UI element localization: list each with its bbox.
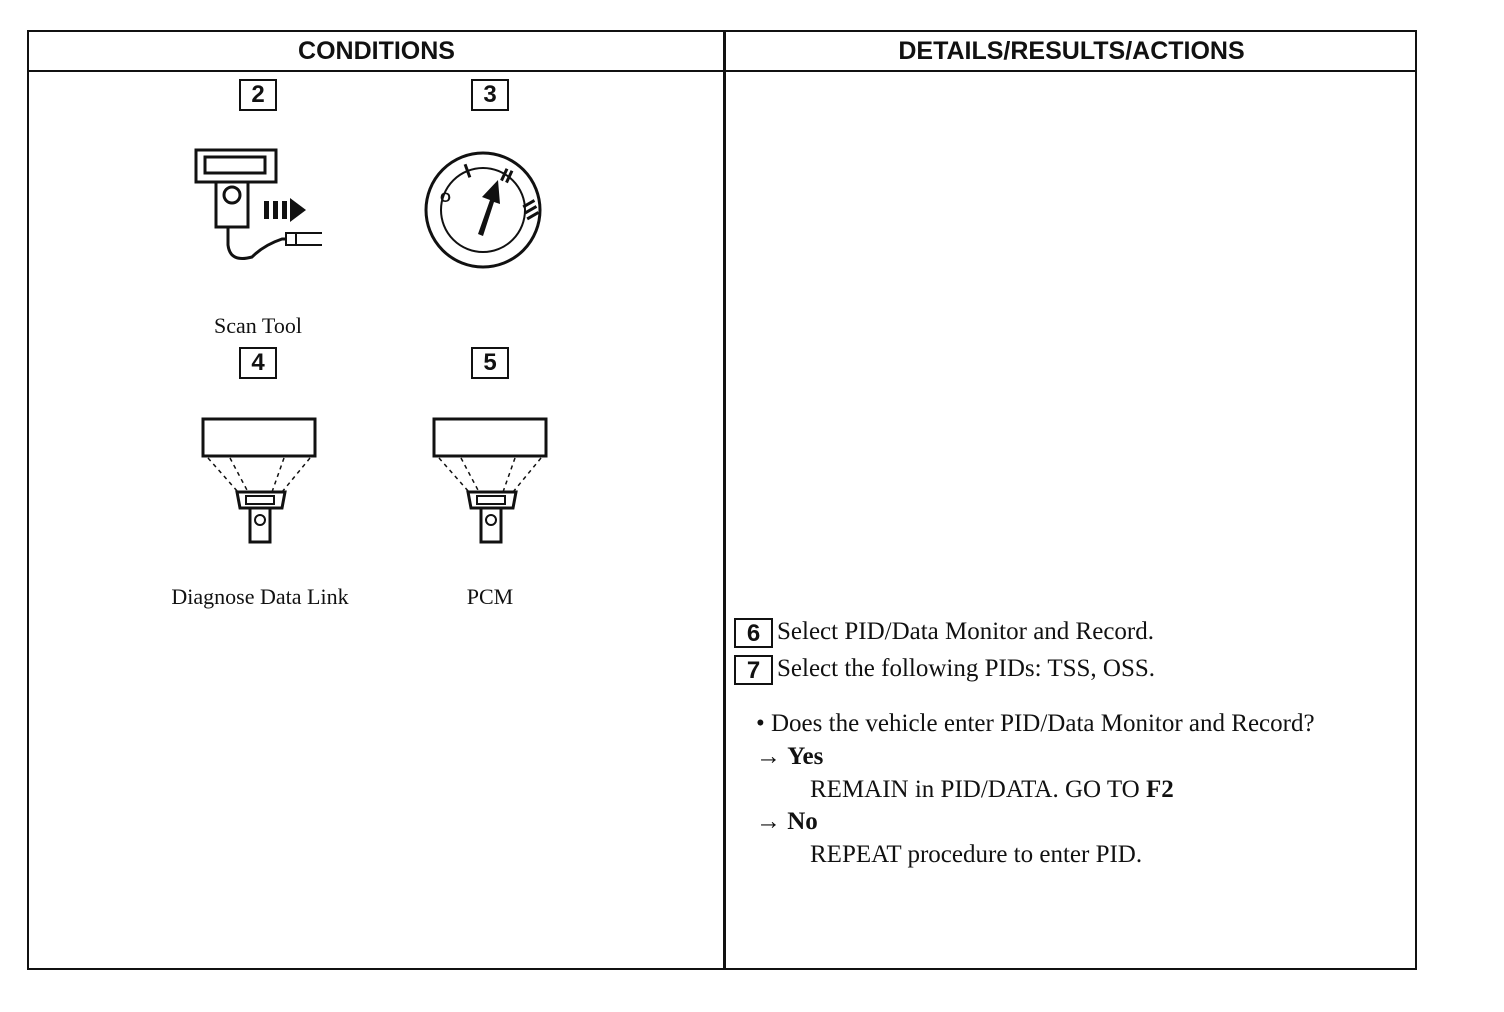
diagnostic-table: CONDITIONS DETAILS/RESULTS/ACTIONS [27,30,1417,970]
yes-target-link[interactable]: F2 [1145,776,1174,803]
svg-text:O: O [440,189,451,205]
no-branch: → No [756,808,818,836]
conditions-header: CONDITIONS [29,32,724,72]
pcm-caption: PCM [466,584,514,609]
details-header: DETAILS/RESULTS/ACTIONS [726,32,1417,72]
question-text: • Does the vehicle enter PID/Data Monito… [756,710,1315,737]
yes-label: Yes [787,743,824,770]
pcm-connector-icon [432,417,548,544]
no-action-text: REPEAT procedure to enter PID. [810,841,1143,868]
step-3-box: 3 [471,79,509,111]
step-6-text: Select PID/Data Monitor and Record. [777,618,1154,645]
data-link-caption: Diagnose Data Link [171,584,349,609]
yes-action-text: REMAIN in PID/DATA. GO TO [810,776,1146,803]
column-divider [723,32,726,968]
yes-action: REMAIN in PID/DATA. GO TO F2 [810,776,1174,804]
step-4-box: 4 [239,347,277,379]
step-7-text: Select the following PIDs: TSS, OSS. [777,655,1156,682]
scan-tool-caption: Scan Tool [214,313,302,338]
no-label: No [787,808,818,835]
yes-branch: → Yes [756,743,823,771]
no-arrow-icon: → [756,808,781,835]
data-link-connector-icon [201,417,317,544]
ignition-key-run-icon: O [424,151,542,269]
step-6-box: 6 [734,618,773,648]
step-7-box: 7 [734,655,773,685]
step-5-box: 5 [471,347,509,379]
step-2-box: 2 [239,79,277,111]
scan-tool-icon [194,148,322,260]
yes-arrow-icon: → [756,743,781,770]
